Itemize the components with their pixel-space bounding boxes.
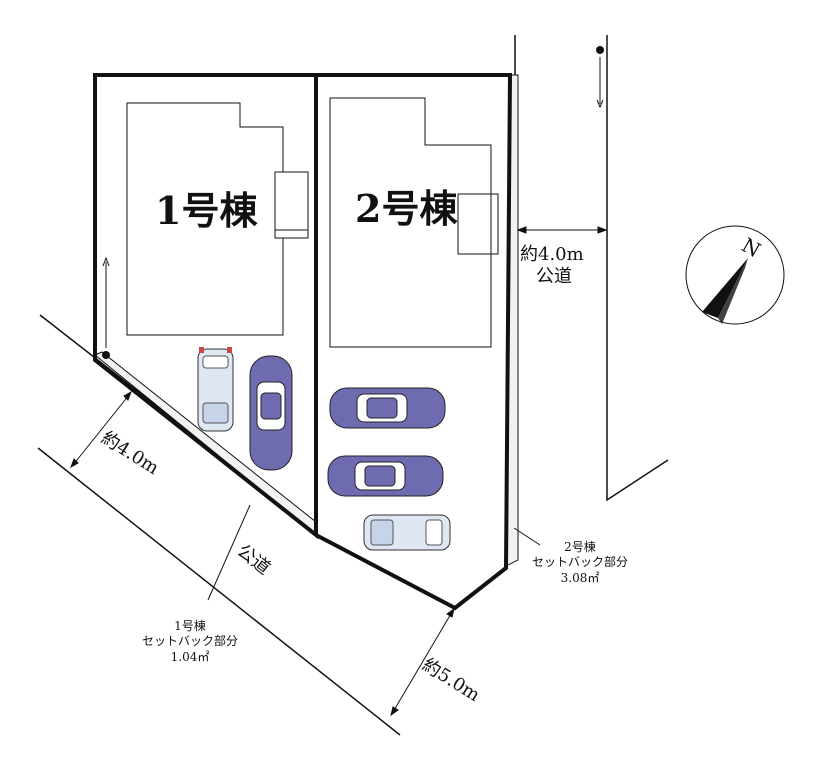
building-2-bay bbox=[457, 193, 499, 255]
compass-needle-icon bbox=[702, 258, 748, 318]
building-1-label: 1号棟 bbox=[155, 188, 258, 233]
southwest-road-dimension bbox=[72, 394, 130, 466]
southwest-road-lower-edge bbox=[37, 447, 401, 736]
lot-boundaries bbox=[93, 73, 513, 611]
car-sedan-2 bbox=[329, 387, 446, 429]
setback-2-caption: セットバック部分 bbox=[532, 554, 628, 569]
building-2-label: 2号棟 bbox=[355, 186, 458, 231]
east-road-outer-edge bbox=[606, 35, 669, 502]
east-road-width-label: 約4.0m bbox=[520, 244, 584, 265]
east-road-label: 公道 bbox=[536, 266, 572, 287]
entrance-marker-1 bbox=[102, 256, 110, 359]
car-van-1 bbox=[197, 347, 234, 432]
setback-1-caption: セットバック部分 bbox=[142, 633, 238, 648]
car-sedan-1 bbox=[249, 355, 293, 471]
building-1-bay bbox=[274, 171, 309, 239]
south-road-dimension bbox=[392, 611, 453, 713]
compass: N bbox=[685, 225, 785, 325]
setback-1-building: 1号棟 bbox=[174, 618, 206, 633]
building-2-footprint bbox=[329, 97, 492, 348]
compass-needle-tail bbox=[718, 258, 748, 324]
car-van-2 bbox=[363, 514, 451, 551]
setback-2-leader bbox=[513, 527, 541, 546]
setback-2-building: 2号棟 bbox=[564, 539, 596, 554]
leader-lines bbox=[207, 504, 541, 601]
southwest-road-label: 公道 bbox=[233, 540, 274, 579]
setback-1-area: 1.04㎡ bbox=[171, 650, 210, 664]
car-sedan-3 bbox=[327, 455, 444, 497]
entrance-marker-2 bbox=[596, 46, 604, 109]
south-road-width-label: 約5.0m bbox=[418, 654, 483, 706]
southwest-road-width-label: 約4.0m bbox=[97, 427, 162, 479]
setback-1-leader bbox=[207, 504, 251, 601]
building-footprints bbox=[126, 97, 499, 348]
lot-2 bbox=[315, 73, 513, 611]
setback-2-area: 3.08㎡ bbox=[561, 571, 600, 585]
dimension-lines bbox=[70, 226, 608, 717]
